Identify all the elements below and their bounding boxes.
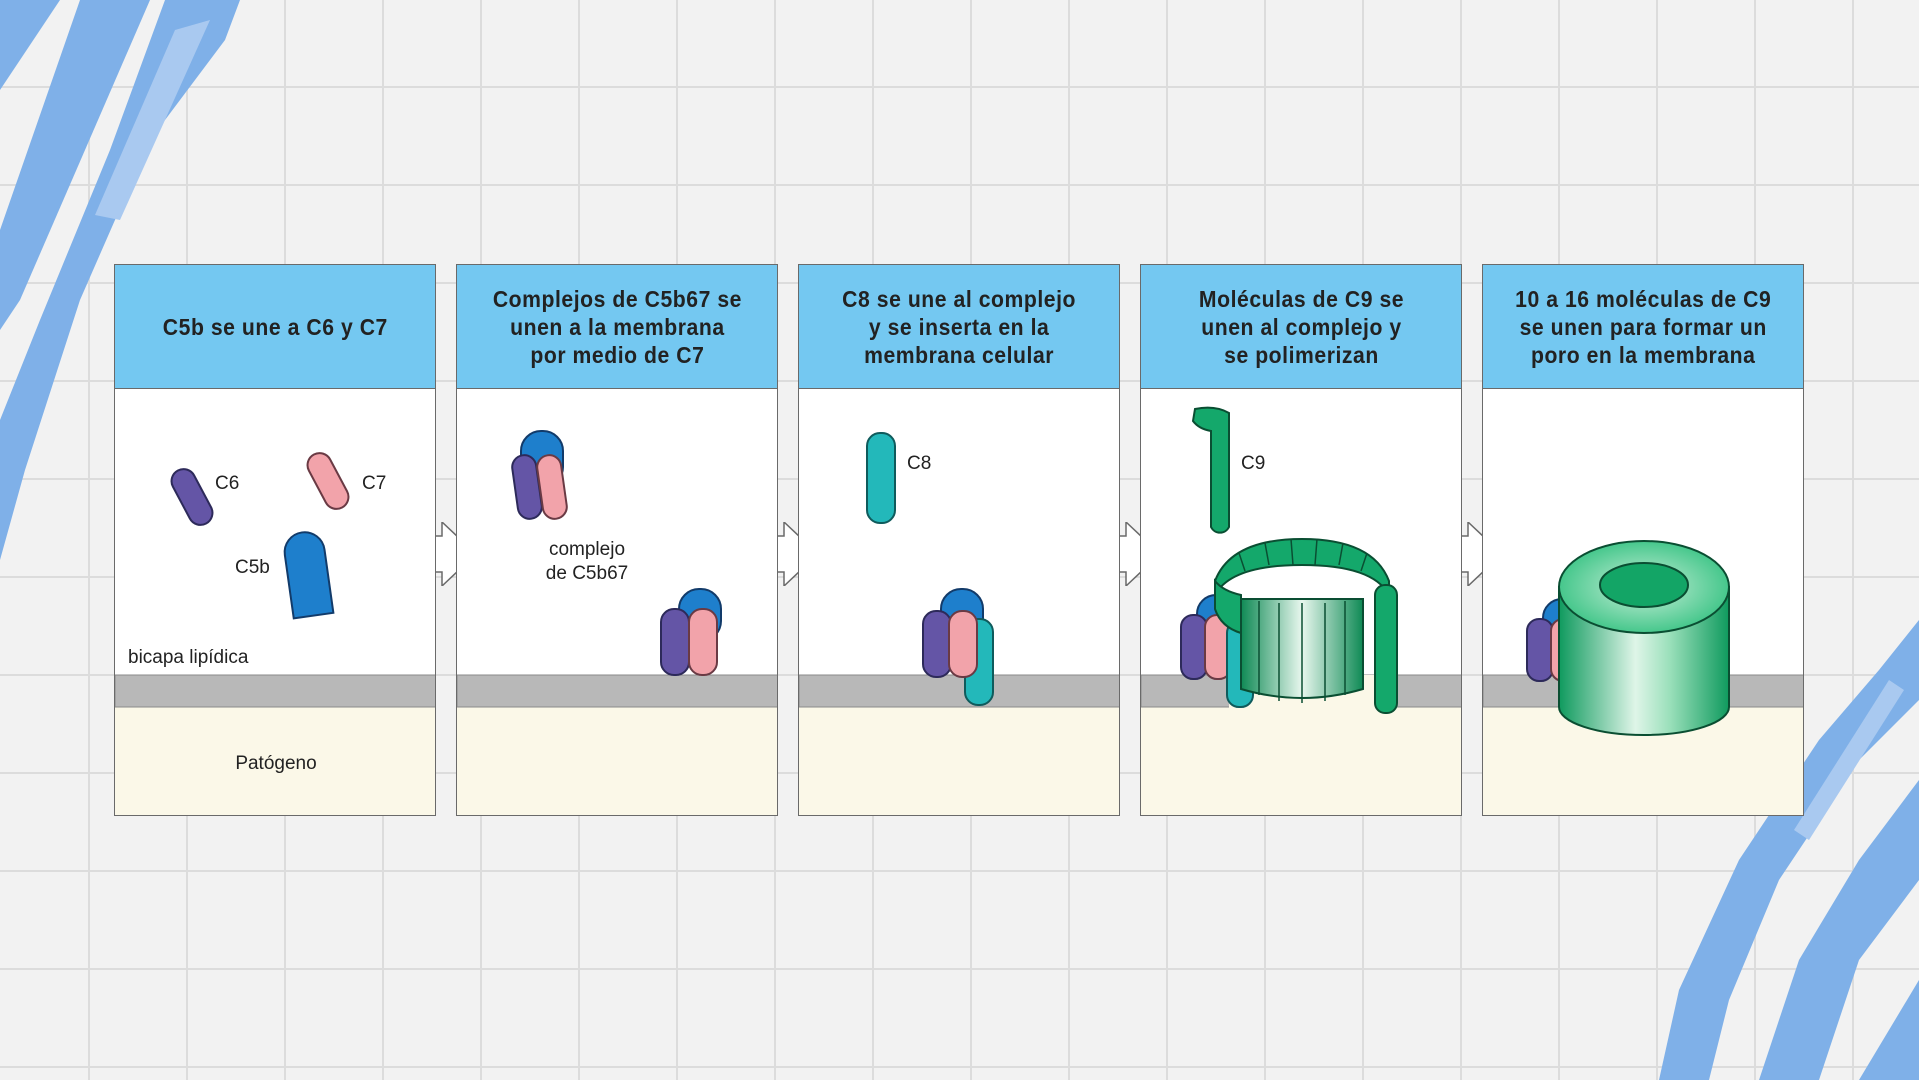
c7-molecule bbox=[306, 452, 350, 510]
panel-illustration: C8 bbox=[799, 389, 1119, 815]
lipid-bilayer bbox=[115, 674, 435, 708]
c5b678-complex bbox=[922, 588, 994, 706]
c8-label: C8 bbox=[907, 453, 931, 474]
panel-illustration: C9 bbox=[1141, 389, 1461, 815]
panel-header: Complejos de C5b67 se unen a la membrana… bbox=[457, 265, 777, 389]
bilayer-label: bicapa lipídica bbox=[128, 647, 249, 668]
panel-step-5: 10 a 16 moléculas de C9 se unen para for… bbox=[1482, 264, 1804, 816]
panel-step-3: C8 se une al complejo y se inserta en la… bbox=[798, 264, 1120, 816]
step-arrow-4 bbox=[1462, 522, 1482, 586]
panel-step-4: Moléculas de C9 se unen al complejo y se… bbox=[1140, 264, 1462, 816]
panel-illustration: complejo de C5b67 bbox=[457, 389, 777, 815]
panel-title: C8 se une al complejo y se inserta en la… bbox=[842, 285, 1076, 368]
c8-molecule bbox=[866, 432, 896, 524]
lipid-bilayer bbox=[799, 674, 1119, 708]
mac-assembly-diagram: C5b se une a C6 y C7 C6 C7 C5b bicapa li… bbox=[114, 264, 1804, 818]
c9-label: C9 bbox=[1241, 453, 1265, 474]
step-arrow-2 bbox=[778, 522, 798, 586]
panel-header: 10 a 16 moléculas de C9 se unen para for… bbox=[1483, 265, 1803, 389]
panel-illustration: C6 C7 C5b bicapa lipídica Patógeno bbox=[115, 389, 435, 815]
panel-title: Complejos de C5b67 se unen a la membrana… bbox=[492, 285, 742, 368]
c7-label: C7 bbox=[362, 473, 386, 494]
c5b67-complex-floating bbox=[511, 430, 568, 520]
c6-molecule bbox=[170, 468, 214, 526]
c6-label: C6 bbox=[215, 473, 239, 494]
c9-molecule bbox=[1191, 406, 1230, 534]
panel-header: C8 se une al complejo y se inserta en la… bbox=[799, 265, 1119, 389]
pathogen-label: Patógeno bbox=[235, 753, 316, 774]
c5b-label: C5b bbox=[235, 557, 270, 578]
c5b-molecule bbox=[283, 531, 335, 620]
complex-label-line1: complejo bbox=[549, 539, 625, 560]
panel-title: 10 a 16 moléculas de C9 se unen para for… bbox=[1514, 285, 1772, 368]
membrane-attack-pore bbox=[1558, 540, 1730, 736]
panel-title: C5b se une a C6 y C7 bbox=[162, 313, 388, 340]
pathogen-region bbox=[457, 707, 777, 815]
panel-title: Moléculas de C9 se unen al complejo y se… bbox=[1198, 285, 1404, 368]
pathogen-region bbox=[115, 707, 435, 815]
panel-header: C5b se une a C6 y C7 bbox=[115, 265, 435, 389]
c5b67-complex-bound bbox=[660, 588, 722, 676]
step-arrow-3 bbox=[1120, 522, 1140, 586]
lipid-bilayer bbox=[457, 674, 777, 708]
panel-step-1: C5b se une a C6 y C7 C6 C7 C5b bicapa li… bbox=[114, 264, 436, 816]
panel-illustration bbox=[1483, 389, 1803, 815]
panel-header: Moléculas de C9 se unen al complejo y se… bbox=[1141, 265, 1461, 389]
pathogen-region bbox=[799, 707, 1119, 815]
c9-polymer-partial-pore bbox=[1214, 537, 1398, 714]
complex-label-line2: de C5b67 bbox=[546, 563, 628, 584]
panel-step-2: Complejos de C5b67 se unen a la membrana… bbox=[456, 264, 778, 816]
step-arrow-1 bbox=[436, 522, 456, 586]
